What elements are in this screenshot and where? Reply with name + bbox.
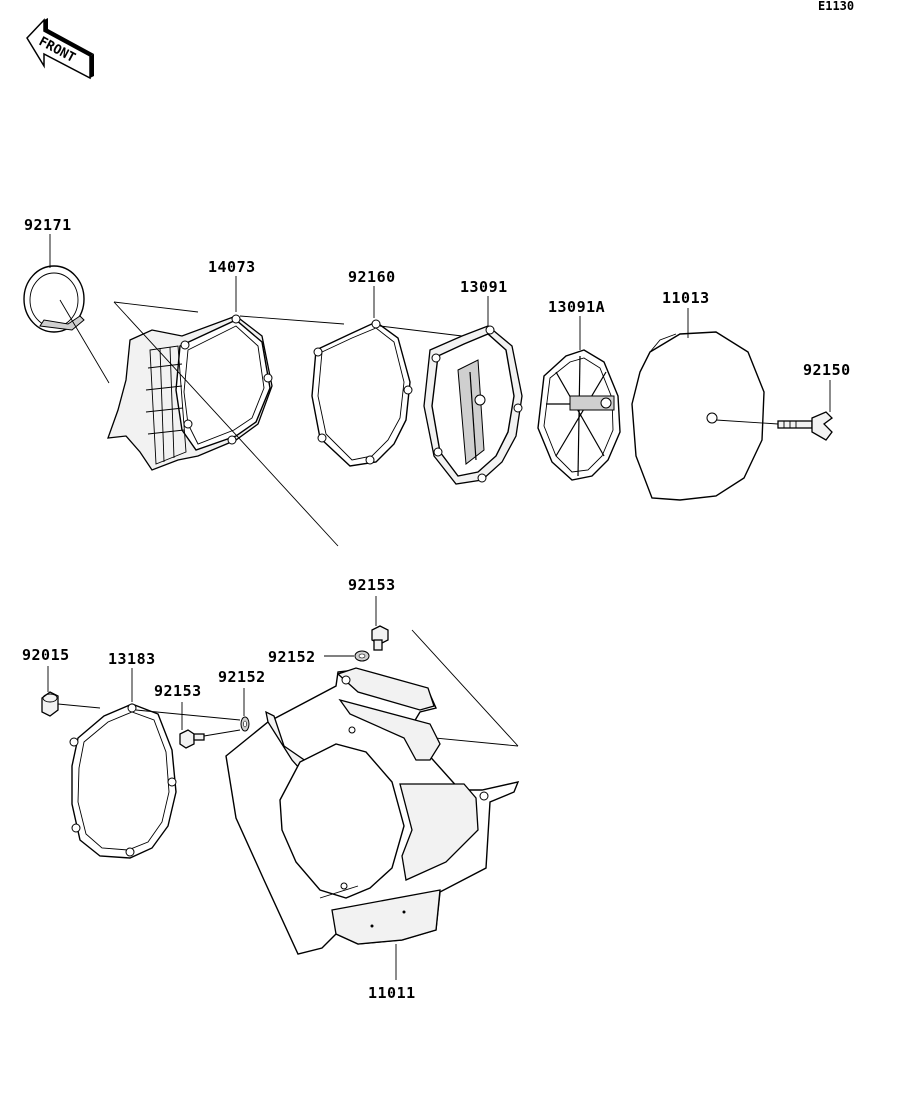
part-92152-washer-top — [354, 650, 370, 662]
part-13091A-frame — [537, 349, 621, 481]
part-92171-clamp — [23, 265, 110, 384]
part-label-92015: 92015 — [22, 646, 70, 664]
part-92160-gasket — [311, 319, 413, 467]
part-92152-washer-left — [240, 716, 250, 732]
part-label-11011: 11011 — [368, 984, 416, 1002]
part-label-92152-top: 92152 — [268, 648, 316, 666]
part-14073-duct — [107, 314, 273, 471]
part-11013-filter-element — [631, 331, 765, 501]
part-92150-wing-bolt — [777, 411, 833, 441]
part-label-13091A: 13091A — [548, 298, 605, 316]
part-label-11013: 11013 — [662, 289, 710, 307]
part-label-14073: 14073 — [208, 258, 256, 276]
front-arrow-icon: FRONT — [26, 18, 94, 80]
diagram-code: E1130 — [818, 0, 854, 13]
part-label-92160: 92160 — [348, 268, 396, 286]
part-92153-bolt-top — [371, 625, 389, 651]
part-13183-gasket — [69, 703, 177, 859]
part-label-13091: 13091 — [460, 278, 508, 296]
part-92153-bolt-left — [179, 729, 205, 749]
part-11011-air-box — [225, 667, 520, 955]
part-label-92171: 92171 — [24, 216, 72, 234]
part-label-92153-left: 92153 — [154, 682, 202, 700]
part-13091-filter-holder — [423, 325, 523, 485]
part-label-92153-top: 92153 — [348, 576, 396, 594]
part-92015-nut — [41, 691, 59, 717]
part-label-92152-left: 92152 — [218, 668, 266, 686]
part-label-13183: 13183 — [108, 650, 156, 668]
part-label-92150: 92150 — [803, 361, 851, 379]
